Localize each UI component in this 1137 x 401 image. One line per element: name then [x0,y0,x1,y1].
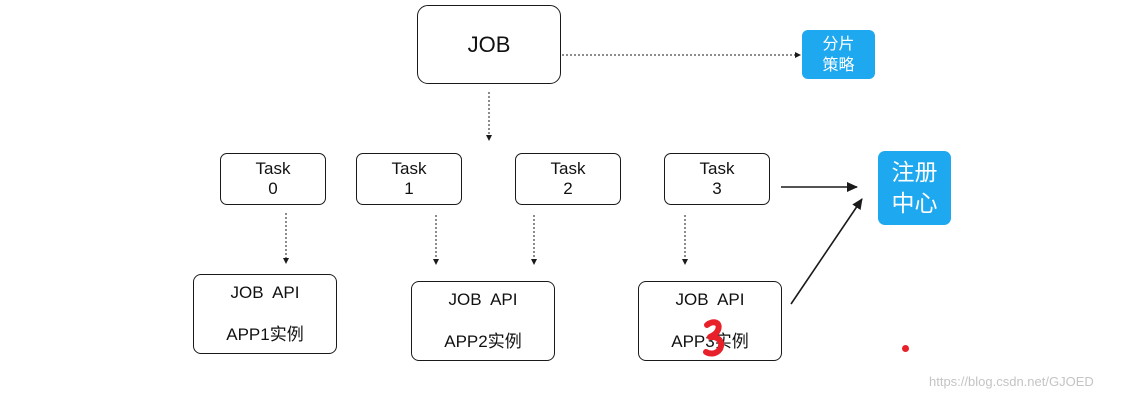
red-annotation-mark [703,319,725,357]
app-3-instance: APP3实例 [671,332,749,351]
app-node-2: JOB API APP2实例 [411,281,555,361]
job-node: JOB [417,5,561,84]
task-1-index: 1 [404,179,414,198]
task-node-0: Task 0 [220,153,326,205]
task-node-1: Task 1 [356,153,462,205]
app-2-api: JOB API [448,290,518,309]
task-0-index: 0 [268,179,278,198]
task-2-index: 2 [563,179,573,198]
task-node-3: Task 3 [664,153,770,205]
task-3-index: 3 [712,179,722,198]
app-node-1: JOB API APP1实例 [193,274,337,354]
task-node-2: Task 2 [515,153,621,205]
app-1-api: JOB API [230,283,300,302]
app3-to-registry-arrow [790,198,863,305]
sharding-strategy-node: 分片 策略 [802,30,875,79]
app-2-instance: APP2实例 [444,332,522,351]
registry-center-node: 注册 中心 [878,151,951,225]
app-1-instance: APP1实例 [226,325,304,344]
task-1-title: Task [391,159,427,178]
strategy-line-1: 分片 [822,35,855,53]
app-3-api: JOB API [675,290,745,309]
watermark-text: https://blog.csdn.net/GJOED [929,374,1094,389]
task-0-title: Task [255,159,291,178]
task-3-title: Task [699,159,735,178]
task-2-title: Task [550,159,586,178]
strategy-line-2: 策略 [822,56,855,74]
registry-line-2: 中心 [891,190,938,216]
red-dot-mark [902,345,909,352]
registry-line-1: 注册 [891,159,938,185]
job-node-label: JOB [467,31,511,57]
